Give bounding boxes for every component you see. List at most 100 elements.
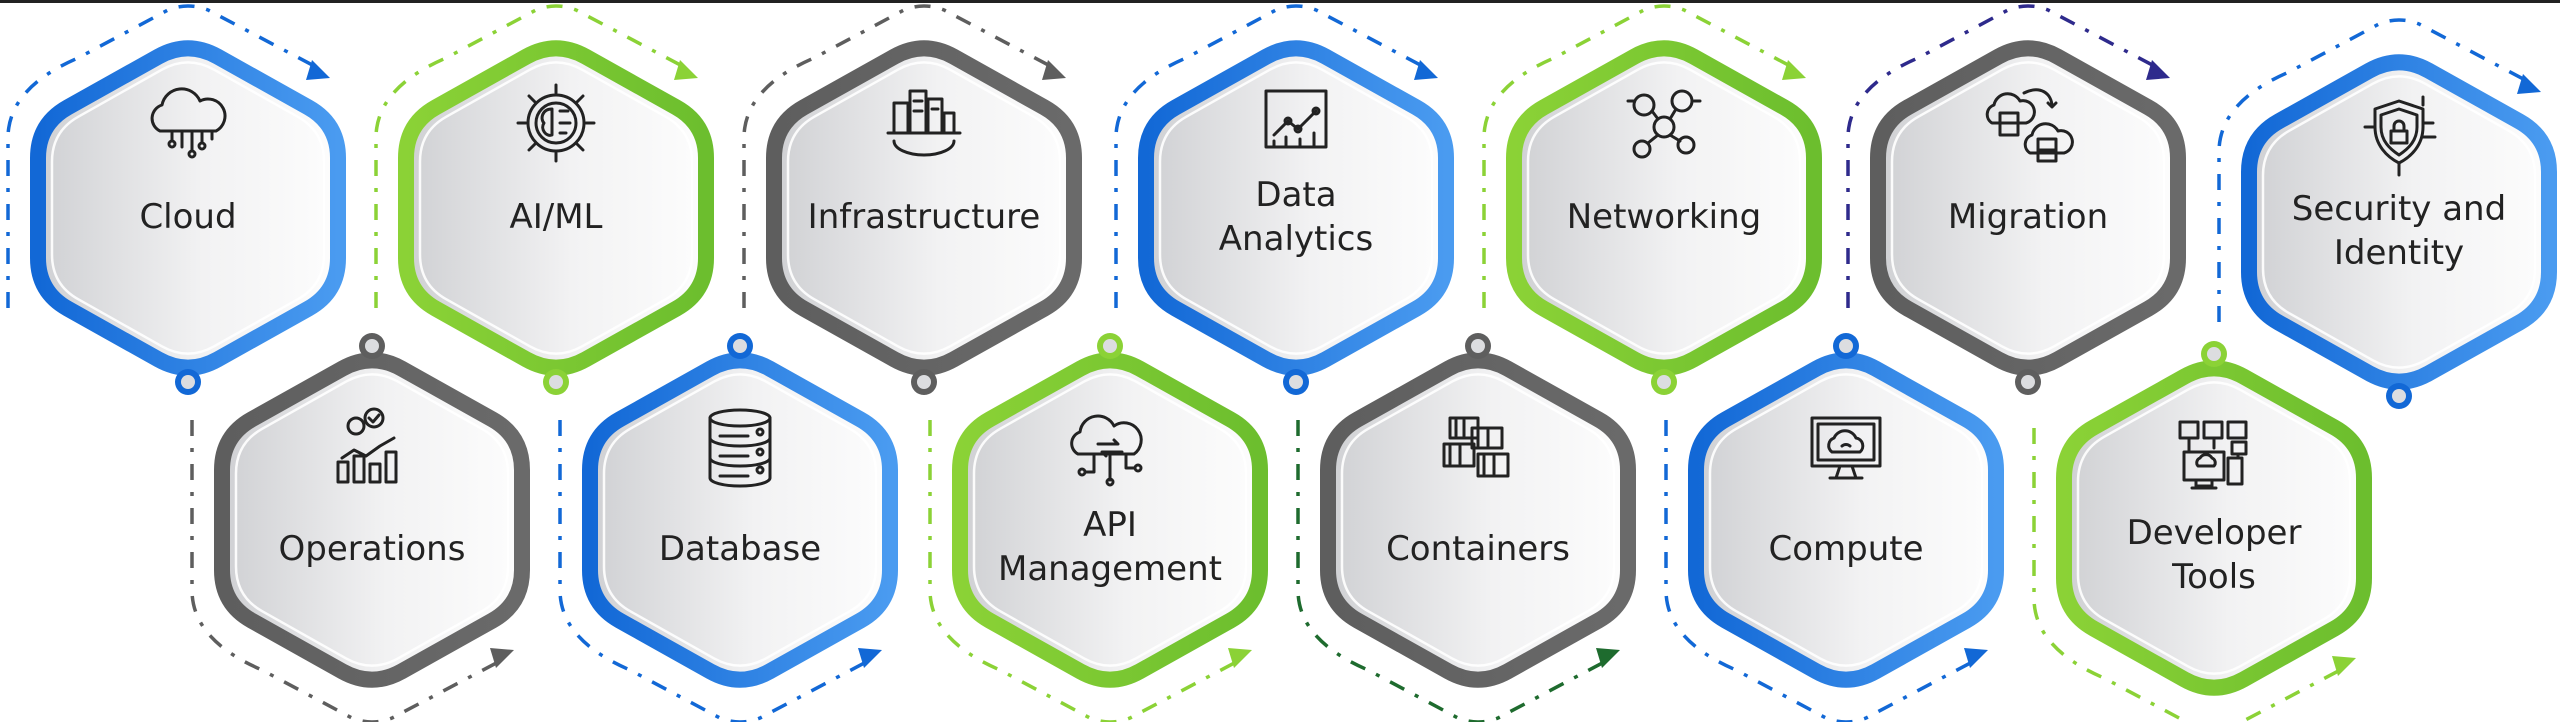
hex-card-compute[interactable]: Compute [1688, 333, 2004, 688]
hexagon-frame [1688, 352, 2004, 688]
dashed-flow-arc [190, 420, 503, 722]
hex-label: AI/ML [509, 197, 602, 237]
hex-label-line: Migration [1948, 197, 2108, 237]
hex-label: Operations [279, 529, 466, 569]
hex-label-line: Operations [279, 529, 466, 569]
network-people-icon [1626, 89, 1702, 159]
hexagon-frame [1506, 40, 1822, 376]
analytics-chart-icon [1264, 89, 1328, 149]
containers-icon [1442, 416, 1510, 478]
hexagon-frame [398, 40, 714, 376]
hexagon-inner-highlight [234, 373, 510, 667]
arrow-head-icon [1596, 648, 1620, 668]
hexagon-frame [1320, 352, 1636, 688]
hex-label-line: Networking [1567, 197, 1762, 237]
connector-dot-center [2021, 375, 2035, 389]
hexagon-inner-highlight [2076, 381, 2352, 675]
hex-card-ai-ml[interactable]: AI/ML [398, 40, 714, 395]
hex-label-line: Analytics [1219, 219, 1373, 259]
arrow-head-icon [2332, 656, 2356, 676]
hex-card-operations[interactable]: Operations [214, 333, 530, 688]
api-cloud-icon [1070, 414, 1143, 487]
arrow-head-icon [858, 648, 882, 668]
hex-label: Infrastructure [808, 197, 1041, 237]
hexagon-frame [2241, 54, 2557, 390]
dashed-flow-arc [1664, 420, 1977, 722]
hexagon-inner-highlight [50, 61, 326, 355]
connector-dot-center [1471, 339, 1485, 353]
connector-dot-center [181, 375, 195, 389]
hexagon-inner-highlight [1526, 61, 1802, 355]
connector-dot-center [549, 375, 563, 389]
hex-label: Compute [1768, 529, 1923, 569]
connector-dot-center [1289, 375, 1303, 389]
hex-label-line: Infrastructure [808, 197, 1041, 237]
hexagon-frame [1870, 40, 2186, 376]
hexagon-inner-highlight [418, 61, 694, 355]
hex-label: Migration [1948, 197, 2108, 237]
arrow-head-icon [2146, 60, 2170, 80]
hex-card-networking[interactable]: Networking [1506, 40, 1822, 395]
hex-label-line: Security and [2292, 189, 2506, 229]
hexagon-inner-highlight [1890, 61, 2166, 355]
dashed-flow-arc [1846, 4, 2159, 308]
hexagon-frame [952, 352, 1268, 688]
arrow-head-icon [306, 60, 330, 80]
hexagon-frame [2056, 360, 2372, 696]
hex-card-database[interactable]: Database [582, 333, 898, 688]
dashed-flow-arc [2032, 428, 2345, 722]
cloud-migration-icon [1985, 88, 2074, 163]
monitor-cloud-icon [1810, 416, 1882, 480]
arrow-head-icon [1782, 60, 1806, 80]
dashed-flow-arc [6, 4, 319, 308]
cloud-network-icon [150, 87, 227, 159]
hex-card-cloud[interactable]: Cloud [30, 40, 346, 395]
hexagon-frame [1138, 40, 1454, 376]
hex-label-line: Data [1255, 175, 1336, 215]
connector-dot-center [1657, 375, 1671, 389]
hexagon-inner-highlight [1340, 373, 1616, 667]
arrow-head-icon [674, 60, 698, 80]
hex-label-line: Developer [2127, 513, 2302, 553]
arrow-head-icon [2517, 74, 2541, 94]
hex-label: Database [659, 529, 821, 569]
database-icon [708, 408, 772, 488]
hex-card-migration[interactable]: Migration [1870, 40, 2186, 395]
dashed-flow-arc [1114, 4, 1427, 308]
arrow-head-icon [1228, 648, 1252, 668]
developer-tools-icon [2178, 420, 2248, 490]
dashed-flow-arc [1482, 4, 1795, 308]
operations-chart-icon [336, 407, 398, 484]
hex-label-line: Tools [2171, 557, 2256, 597]
hex-card-containers[interactable]: Containers [1320, 333, 1636, 688]
hex-card-infrastructure[interactable]: Infrastructure [766, 40, 1082, 395]
dashed-flow-arc [374, 4, 687, 308]
hex-label-line: Identity [2334, 233, 2464, 273]
hexagon-frame [766, 40, 1082, 376]
dashed-flow-arc [928, 420, 1241, 722]
hex-label-line: Compute [1768, 529, 1923, 569]
connector-dot-center [1103, 339, 1117, 353]
arrow-head-icon [1964, 648, 1988, 668]
hex-label-line: Database [659, 529, 821, 569]
dashed-flow-arc [1296, 420, 1609, 722]
top-border [0, 0, 2560, 3]
connector-dot-center [917, 375, 931, 389]
hexagon-inner-highlight [1158, 61, 1434, 355]
dashed-flow-arc [2217, 18, 2530, 322]
hex-label: Containers [1386, 529, 1570, 569]
connector-dot-center [365, 339, 379, 353]
hexagon-frame [30, 40, 346, 376]
arrow-head-icon [1414, 60, 1438, 80]
connector-dot-center [733, 339, 747, 353]
hex-label-line: AI/ML [509, 197, 602, 237]
